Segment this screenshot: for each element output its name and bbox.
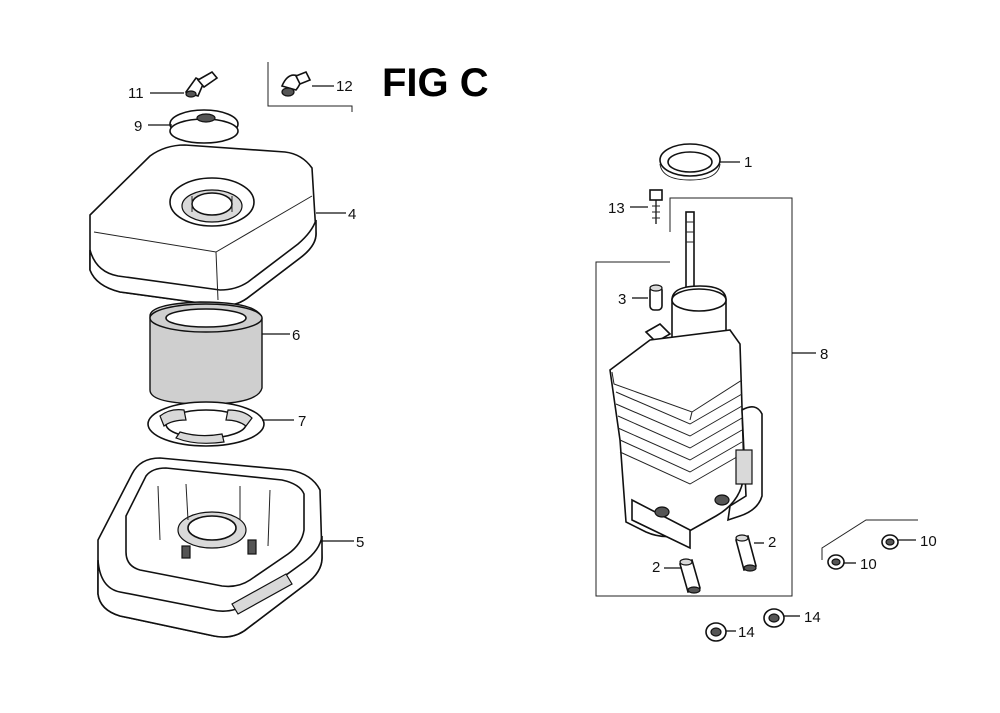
callout-2a: 2 — [768, 534, 776, 551]
callout-6: 6 — [292, 327, 300, 344]
part-13-bolt — [649, 189, 663, 224]
callout-14a: 14 — [738, 624, 755, 641]
part-10-nut-upper — [881, 534, 899, 550]
part-6-foam-element — [149, 301, 263, 405]
callout-12: 12 — [336, 78, 353, 95]
part-4-cover — [89, 144, 317, 307]
callout-9: 9 — [134, 118, 142, 135]
part-3-pin — [649, 284, 663, 311]
callout-10b: 10 — [860, 556, 877, 573]
part-5-base — [97, 457, 323, 638]
part-14-nut-left — [705, 622, 727, 642]
callout-5: 5 — [356, 534, 364, 551]
part-12-frame — [267, 62, 353, 112]
callout-4: 4 — [348, 206, 356, 223]
part-10-bracket — [821, 519, 918, 560]
part-11-wing-nut — [184, 70, 219, 98]
callout-11: 11 — [128, 85, 144, 102]
callout-7: 7 — [298, 413, 306, 430]
part-10-nut-lower — [827, 554, 845, 570]
part-8-elbow-body — [609, 211, 763, 550]
figure-title: FIG C — [382, 61, 489, 105]
callout-10a: 10 — [920, 533, 937, 550]
part-12-wing-nut — [280, 70, 312, 97]
part-9-washer — [169, 109, 239, 144]
part-2-stud-lower — [679, 558, 701, 594]
callout-8: 8 — [820, 346, 828, 363]
part-1-gasket — [659, 143, 721, 181]
callout-2b: 2 — [652, 559, 660, 576]
callout-13: 13 — [608, 200, 625, 217]
part-8-bracket — [595, 197, 793, 597]
callout-14b: 14 — [804, 609, 821, 626]
callout-3: 3 — [618, 291, 626, 308]
part-14-nut-right — [763, 608, 785, 628]
callout-1: 1 — [744, 154, 752, 171]
part-2-stud-upper — [735, 534, 757, 572]
part-7-spacer-ring — [147, 401, 265, 447]
